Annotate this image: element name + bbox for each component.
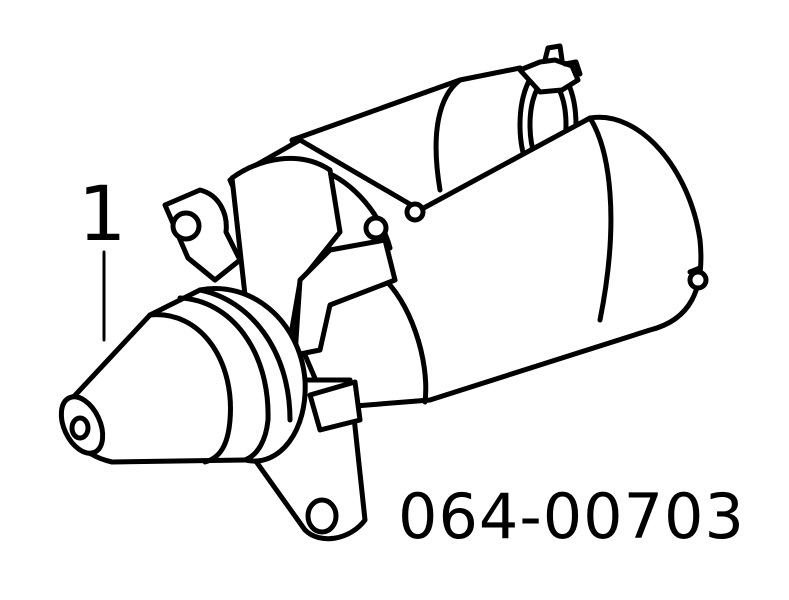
drive-end-cone [58, 286, 308, 465]
part-number-label: 064-00703 [398, 480, 745, 553]
callout-number: 1 [78, 169, 127, 258]
